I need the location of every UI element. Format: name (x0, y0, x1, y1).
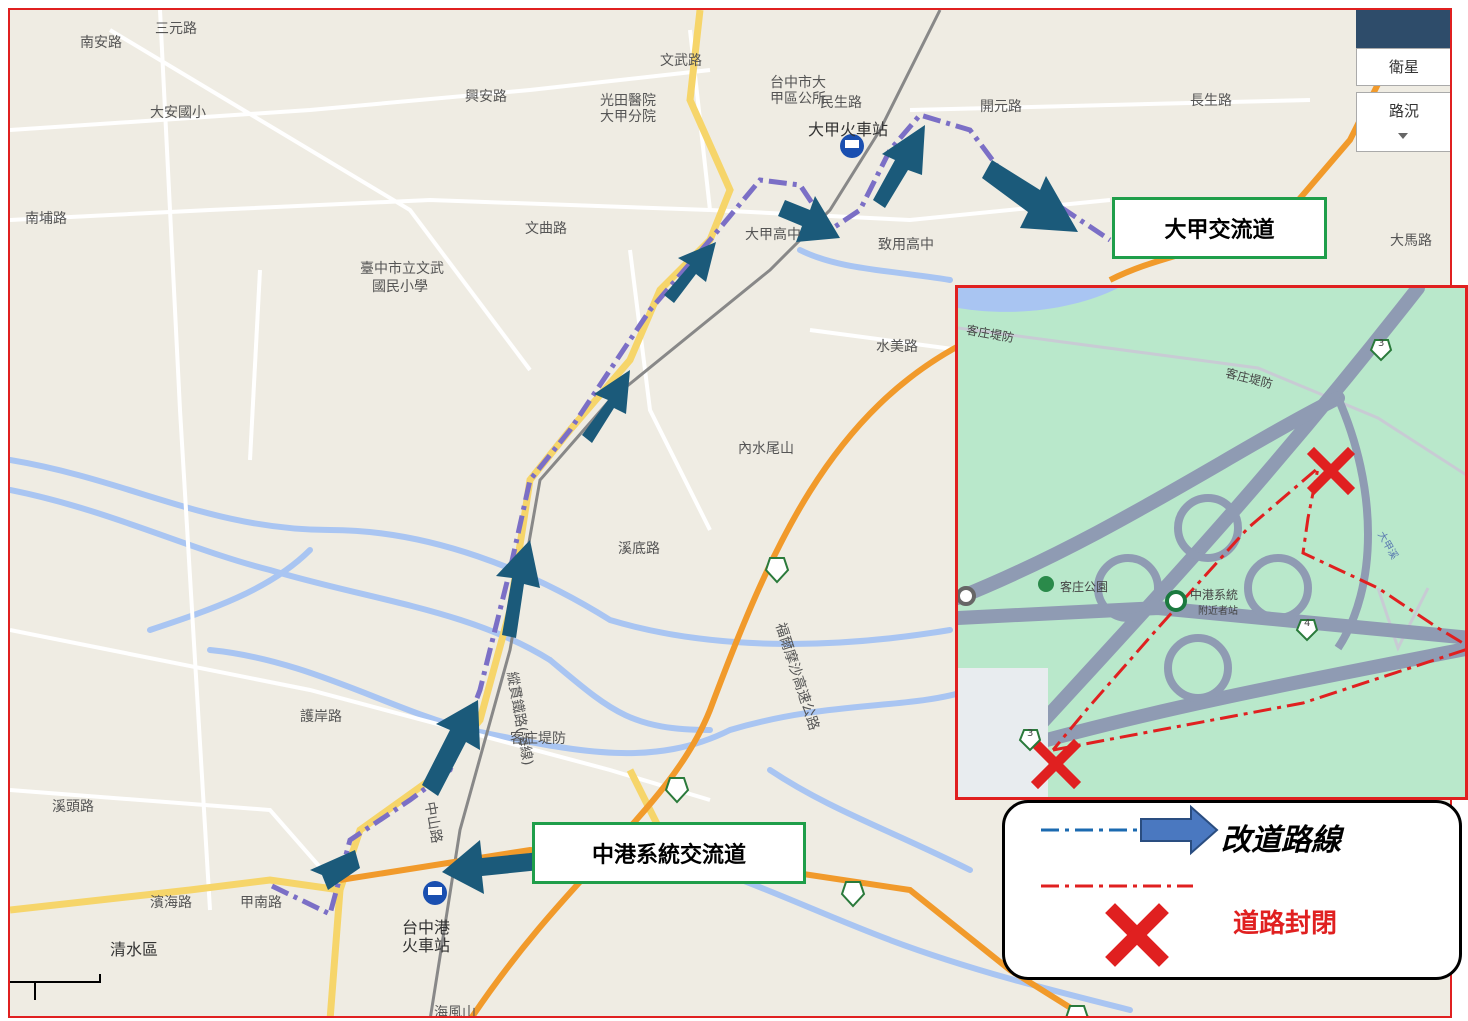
road-label: 文武路 (660, 53, 702, 69)
inset-place-label: 附近者站 (1198, 606, 1238, 617)
place-label: 台中市大 (770, 75, 826, 91)
road-label: 大馬路 (1390, 233, 1432, 249)
legend-closed-label: 道路封閉 (1233, 909, 1338, 939)
dajia-interchange-callout: 大甲交流道 (1112, 197, 1327, 259)
place-label: 大甲分院 (600, 109, 656, 125)
place-label: 內水尾山 (738, 441, 794, 457)
road-closed-x-icon (1030, 738, 1082, 790)
district-label: 清水區 (110, 940, 159, 959)
detour-arrows (310, 125, 1078, 894)
train-station-icon (423, 134, 864, 905)
road-label: 甲南路 (240, 895, 282, 911)
place-label: 國民小學 (372, 279, 428, 295)
legend-detour-arrow-icon (1140, 804, 1219, 856)
place-label: 大甲高中 (745, 227, 801, 243)
place-label: 大安國小 (150, 105, 206, 121)
satellite-toggle-button[interactable]: 衛星 (1356, 48, 1450, 86)
detour-arrow (582, 370, 630, 443)
inset-shield-label: 3 (1027, 728, 1034, 739)
park-marker-icon (1038, 576, 1054, 592)
place-label: 甲區公所 (770, 91, 826, 107)
inset-place-label: 客庄公園 (1060, 580, 1109, 594)
location-marker-icon (958, 586, 976, 606)
road-label: 客庄堤防 (510, 731, 566, 747)
legend-road-closed-x-icon (1105, 903, 1169, 967)
route-shield-icon (1295, 619, 1319, 642)
inset-water (958, 288, 1118, 312)
legend-detour-label: 改道路線 (1221, 823, 1341, 858)
road-label: 南埔路 (25, 211, 67, 227)
detour-arrow (778, 196, 840, 242)
legend-symbols (1041, 804, 1219, 967)
road-label: 南安路 (80, 35, 122, 51)
road-label: 民生路 (820, 95, 862, 111)
place-label: 臺中市立文武 (360, 261, 444, 277)
road-label: 護岸路 (300, 709, 342, 725)
route-shield-icon (1369, 339, 1393, 362)
traffic-label: 路況 (1388, 102, 1419, 120)
station-label: 大甲火車站 (808, 120, 889, 139)
road-closed-x-icon (1306, 446, 1356, 496)
place-label: 海風山 (434, 1005, 476, 1018)
traffic-toggle-button[interactable]: 路況 (1356, 92, 1450, 152)
detour-arrow (442, 840, 540, 894)
scale-bar (10, 974, 101, 1000)
road-label: 文曲路 (525, 221, 567, 237)
map-canvas (10, 10, 1393, 1016)
route-shield-icon (664, 557, 1089, 1016)
detour-arrow (873, 125, 925, 208)
detour-arrow (422, 700, 480, 796)
chevron-down-icon (1398, 133, 1408, 139)
inset-place-label: 中港系統 (1190, 588, 1239, 602)
road-label: 水美路 (876, 339, 918, 355)
road-label: 溪頭路 (52, 799, 94, 815)
road-label: 溪底路 (618, 541, 660, 557)
place-label: 致用高中 (878, 237, 934, 253)
interchange-marker-icon (1165, 590, 1187, 612)
station-label: 台中港 (402, 918, 451, 937)
station-label: 火車站 (402, 936, 451, 955)
inset-shield-label: 3 (1378, 338, 1385, 349)
road-label: 三元路 (155, 21, 197, 37)
inset-canvas (958, 288, 1465, 797)
interchange-inset-map: 客庄堤防 客庄堤防 客庄公園 中港系統 附近者站 3 4 3 大甲溪 (955, 285, 1468, 800)
detour-arrow (982, 160, 1078, 232)
inset-shield-label: 4 (1304, 618, 1311, 629)
satellite-thumbnail[interactable] (1356, 10, 1450, 48)
detour-arrow (310, 850, 360, 890)
freeway-3 (469, 337, 972, 1016)
road-label: 長生路 (1190, 93, 1232, 109)
road-label: 興安路 (465, 89, 507, 105)
detour-arrow (664, 242, 716, 303)
detour-arrow (496, 540, 540, 638)
road-label: 開元路 (980, 99, 1022, 115)
place-label: 光田醫院 (600, 93, 656, 109)
map-legend: 改道路線 道路封閉 (1002, 800, 1462, 980)
route-shield-icon (1018, 729, 1042, 752)
road-closure-line (1051, 464, 1465, 752)
road-label: 濱海路 (150, 895, 192, 911)
zhonggang-interchange-callout: 中港系統交流道 (532, 822, 806, 884)
minor-roads (10, 10, 1311, 911)
